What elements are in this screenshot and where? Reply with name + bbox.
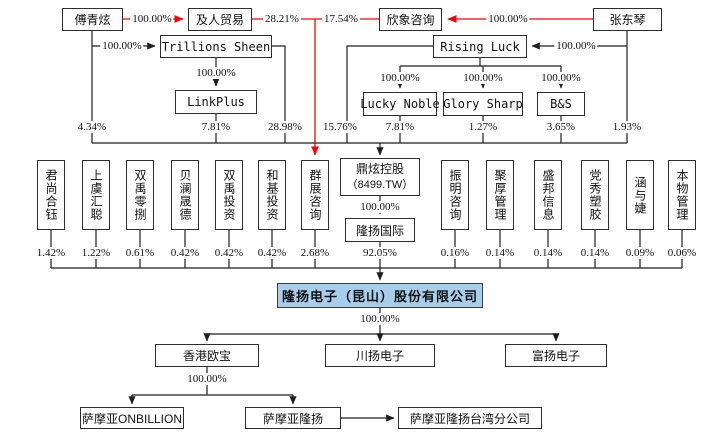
edge-label-zhang-to-rising: 100.00% xyxy=(554,40,598,52)
node-junshang-heyu: 君尚合钰 xyxy=(37,160,65,230)
stake-label-dingxuan: 15.76% xyxy=(321,121,359,133)
node-fu-qingxuan: 傅青炫 xyxy=(62,8,123,31)
edge-label-xinxiang-stake: 17.54% xyxy=(322,13,360,25)
edge-label-rising-to-glory: 100.00% xyxy=(461,72,505,84)
edge-label-zhang-to-xinxiang: 100.00% xyxy=(486,13,530,25)
edge-label-hk-to-samoa: 100.00% xyxy=(185,373,229,385)
node-glory-sharp: Glory Sharp xyxy=(443,92,523,116)
node-shuangyu-lingba: 双禹零捌 xyxy=(126,160,154,230)
node-chuanyang-elec: 川扬电子 xyxy=(325,344,435,367)
node-jiren-trading: 及人贸易 xyxy=(188,8,252,31)
stake-label: 0.09% xyxy=(623,247,657,259)
stake-label: 0.14% xyxy=(531,247,565,259)
node-longyang-intl: 隆扬国际 xyxy=(345,218,415,242)
edge-label-rising-to-lucky: 100.00% xyxy=(378,72,422,84)
stake-label-dingxuan: 28.98% xyxy=(266,121,304,133)
node-trillions-sheen: Trillions Sheen xyxy=(160,35,272,58)
node-shangyu-huicong: 上虞汇聪 xyxy=(82,160,110,230)
dingxuan-ticker: （8499.TW） xyxy=(346,178,414,191)
stake-label-dingxuan: 3.65% xyxy=(544,121,578,133)
node-shengbang-xinxi: 盛邦信息 xyxy=(534,160,562,230)
node-shuangyu-touzi: 双禹投资 xyxy=(215,160,243,230)
node-juhou-guanli: 聚厚管理 xyxy=(486,160,514,230)
stake-label: 0.42% xyxy=(168,247,202,259)
edge-label-trillions-to-linkplus: 100.00% xyxy=(194,67,238,79)
node-samoa-longyang: 萨摩亚隆扬 xyxy=(245,407,341,429)
stake-label: 0.42% xyxy=(255,247,289,259)
stake-label-longyang-intl: 92.05% xyxy=(361,247,399,259)
edge-label-company-to-subs: 100.00% xyxy=(358,313,402,325)
node-qunzhan-zixun: 群展咨询 xyxy=(301,160,329,230)
node-heji-touzi: 和基投资 xyxy=(258,160,286,230)
stake-label-dingxuan: 7.81% xyxy=(383,121,417,133)
node-rising-luck: Rising Luck xyxy=(433,35,527,58)
node-samoa-longyang-taiwan-branch: 萨摩亚隆扬台湾分公司 xyxy=(398,407,542,429)
node-zhenming-zixun: 振明咨询 xyxy=(441,160,469,230)
edge-label-fu-to-trillions: 100.00% xyxy=(100,40,144,52)
node-bs: B&S xyxy=(537,92,585,116)
node-hanyujie: 涵与婕 xyxy=(626,160,654,230)
edge-label-fu-to-jiren: 100.00% xyxy=(130,13,174,25)
stake-label: 0.14% xyxy=(578,247,612,259)
node-dangxiu-sujiao: 党秀塑胶 xyxy=(581,160,609,230)
node-dingxuan-holding: 鼎炫控股 （8499.TW） xyxy=(340,158,420,196)
node-zhang-dongqin: 张东琴 xyxy=(593,8,662,31)
stake-label-dingxuan: 4.34% xyxy=(75,121,109,133)
edge-label-rising-to-bs: 100.00% xyxy=(539,72,583,84)
dingxuan-name: 鼎炫控股 xyxy=(355,162,404,177)
node-beilan-shengde: 贝澜晟德 xyxy=(171,160,199,230)
node-main-company: 隆扬电子（昆山）股份有限公司 xyxy=(277,283,483,308)
stake-label: 0.42% xyxy=(212,247,246,259)
node-hk-oubao: 香港欧宝 xyxy=(155,344,259,367)
stake-label: 0.06% xyxy=(665,247,699,259)
node-fuyang-elec: 富扬电子 xyxy=(505,344,607,367)
edge-label-jiren-stake: 28.21% xyxy=(263,13,301,25)
stake-label: 0.16% xyxy=(438,247,472,259)
node-xinxiang-consulting: 欣象咨询 xyxy=(379,8,442,31)
stake-label: 0.14% xyxy=(483,247,517,259)
stake-label: 0.61% xyxy=(123,247,157,259)
stake-label: 1.22% xyxy=(79,247,113,259)
node-linkplus: LinkPlus xyxy=(175,90,257,114)
stake-label: 2.68% xyxy=(298,247,332,259)
stake-label-dingxuan: 1.93% xyxy=(610,121,644,133)
stake-label: 1.42% xyxy=(34,247,68,259)
stake-label-dingxuan: 1.27% xyxy=(466,121,500,133)
edge-label-dingxuan-to-intl: 100.00% xyxy=(358,201,402,213)
node-lucky-noble: Lucky Noble xyxy=(360,92,440,116)
stake-label-dingxuan: 7.81% xyxy=(199,121,233,133)
node-benwu-guanli: 本物管理 xyxy=(668,160,696,230)
node-samoa-onbillion: 萨摩亚ONBILLION xyxy=(80,407,184,429)
